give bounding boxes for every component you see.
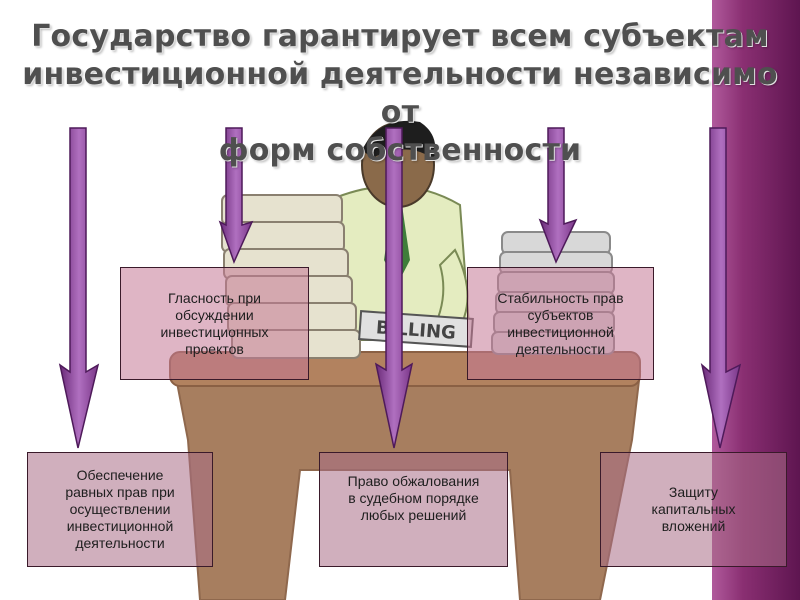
box-obespechenie: Обеспечение равных прав при осуществлени… <box>27 452 213 567</box>
box-pravo-text: Право обжалования в судебном порядке люб… <box>347 473 480 523</box>
arrow-1 <box>58 127 100 449</box>
box-glasnost: Гласность при обсуждении инвестиционных … <box>120 267 309 380</box>
box-stabilnost-text: Стабильность прав субъектов инвестиционн… <box>497 289 624 357</box>
box-pravo: Право обжалования в судебном порядке люб… <box>319 452 508 567</box>
title-line-2: инвестиционной деятельности независимо о… <box>22 57 778 130</box>
box-stabilnost: Стабильность прав субъектов инвестиционн… <box>467 267 654 380</box>
arrow-3 <box>374 127 414 449</box>
title-line-3: форм собственности <box>218 133 582 168</box>
arrow-4 <box>538 127 578 264</box>
arrow-2 <box>218 127 254 265</box>
box-zaschita: Защиту капитальных вложений <box>600 452 787 567</box>
slide-title: Государство гарантирует всем субъектам и… <box>10 18 790 170</box>
title-line-1: Государство гарантирует всем субъектам <box>31 19 769 54</box>
box-zaschita-text: Защиту капитальных вложений <box>651 484 736 534</box>
box-obespechenie-text: Обеспечение равных прав при осуществлени… <box>65 467 175 551</box>
box-glasnost-text: Гласность при обсуждении инвестиционных … <box>160 289 269 357</box>
arrow-5 <box>700 127 742 449</box>
